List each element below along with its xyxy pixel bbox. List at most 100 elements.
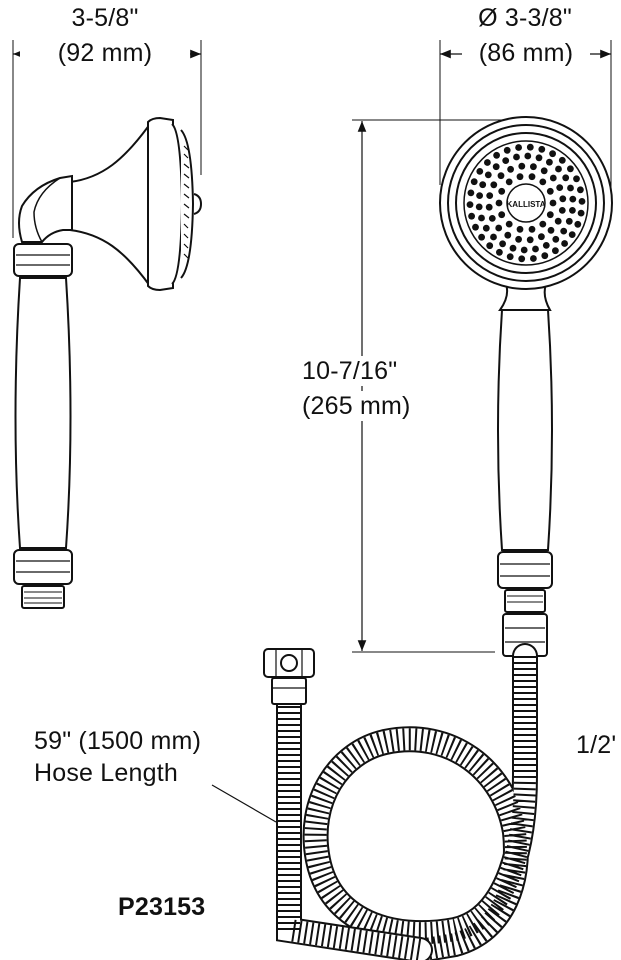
- spray-nozzle: [539, 220, 547, 228]
- spray-nozzle: [478, 233, 485, 241]
- spray-nozzle: [552, 247, 559, 255]
- spray-nozzle: [524, 152, 532, 160]
- spray-nozzle: [470, 178, 478, 186]
- spray-nozzle: [526, 236, 534, 244]
- spray-nozzle: [509, 244, 517, 252]
- hose-end-fitting: [263, 648, 315, 705]
- spray-nozzle: [539, 178, 547, 186]
- hose: [276, 643, 538, 960]
- hose-connection-label: 1/2': [576, 731, 617, 759]
- spray-nozzle: [493, 151, 500, 159]
- spray-nozzle: [528, 173, 536, 181]
- spray-nozzle: [558, 156, 566, 164]
- spray-nozzle: [475, 203, 483, 211]
- spray-nozzle: [532, 245, 539, 253]
- spray-nozzle: [556, 184, 564, 192]
- spray-nozzle: [507, 165, 514, 173]
- spray-nozzle: [552, 235, 560, 243]
- spray-nozzle: [488, 215, 496, 222]
- front-head-ring-1: [447, 124, 605, 282]
- brand-mark: KALLISTA: [507, 200, 546, 209]
- spray-nozzle: [472, 223, 479, 231]
- spray-nozzle: [565, 217, 573, 225]
- spray-nozzle: [518, 255, 526, 263]
- hose-length-leader: [211, 784, 277, 823]
- side-head-face: [147, 116, 174, 292]
- spray-nozzle: [484, 171, 492, 179]
- front-stem: [498, 283, 552, 311]
- side-depth-mm-label: (92 mm): [20, 38, 190, 68]
- spray-nozzle: [467, 189, 475, 197]
- spray-nozzle: [546, 211, 554, 219]
- spray-nozzle: [518, 162, 526, 170]
- front-lower-collar: [497, 551, 553, 589]
- side-thread: [21, 585, 65, 609]
- spray-nozzle: [577, 186, 584, 194]
- side-view: [12, 40, 203, 609]
- spray-nozzle: [578, 198, 586, 205]
- spray-nozzle: [546, 158, 553, 166]
- head-diameter-inch-label: Ø 3-3/8": [478, 4, 572, 32]
- spray-nozzle: [505, 220, 513, 228]
- model-number: P23153: [118, 893, 206, 921]
- spray-nozzle: [515, 235, 522, 243]
- spray-nozzle: [499, 240, 506, 248]
- hose-ferrule: [271, 677, 307, 705]
- spray-nozzle: [505, 178, 513, 186]
- overall-length-mm-label: (265 mm): [302, 391, 411, 421]
- spray-nozzle: [559, 195, 567, 203]
- overall-length-inch-label: 10-7/16": [302, 356, 398, 386]
- side-upper-collar: [13, 243, 73, 277]
- spray-nozzle: [567, 184, 574, 192]
- spray-nozzle: [486, 242, 494, 250]
- spray-nozzle: [520, 246, 528, 254]
- spray-nozzle: [567, 165, 574, 173]
- spray-nozzle: [540, 167, 548, 175]
- spray-nozzle: [503, 146, 511, 154]
- spray-nozzle: [516, 225, 524, 233]
- spray-nozzle: [486, 192, 494, 200]
- spray-nozzle: [530, 163, 537, 171]
- spray-nozzle: [549, 174, 557, 182]
- side-depth-inch-label: 3-5/8": [71, 4, 139, 32]
- spray-nozzle: [496, 248, 503, 256]
- spray-nozzle: [490, 233, 497, 241]
- spray-nozzle: [468, 212, 475, 220]
- spray-nozzle: [535, 154, 543, 162]
- spray-nozzle: [497, 172, 505, 180]
- front-center-badge: [506, 183, 546, 223]
- spray-nozzle: [498, 211, 506, 219]
- spray-nozzle: [573, 175, 580, 183]
- side-lower-collar: [13, 549, 73, 585]
- spray-nozzle: [542, 242, 550, 249]
- spray-nozzle: [482, 224, 490, 232]
- spray-nozzle: [538, 145, 546, 153]
- hose-length-caption: Hose Length: [34, 759, 178, 787]
- side-face-cap: [193, 193, 203, 215]
- spray-nozzle: [577, 209, 585, 217]
- spray-nozzle: [484, 159, 491, 166]
- spray-nozzle: [569, 207, 576, 214]
- hose-length-label: 59" (1500 mm): [34, 727, 202, 755]
- spray-nozzle: [574, 220, 582, 228]
- spray-nozzle: [513, 153, 520, 161]
- spray-nozzle: [476, 168, 484, 175]
- spray-nozzle: [495, 199, 503, 207]
- side-spray-nozzles: [183, 145, 190, 259]
- spray-nozzle: [495, 224, 503, 232]
- head-diameter-mm-label: (86 mm): [462, 38, 590, 68]
- spray-nozzle: [561, 240, 568, 247]
- front-head-ring-2: [455, 132, 597, 274]
- spray-nozzle: [554, 217, 562, 225]
- spray-nozzle: [560, 227, 568, 235]
- front-handle: [497, 309, 553, 551]
- spray-nozzle: [549, 199, 557, 207]
- spray-nozzle: [492, 163, 500, 171]
- spray-nozzle: [538, 233, 545, 241]
- spray-nozzle: [516, 173, 524, 181]
- side-head-bell: [69, 120, 151, 290]
- spray-nozzle: [506, 253, 514, 261]
- spray-nozzle: [555, 165, 562, 173]
- spray-nozzle: [466, 201, 474, 209]
- side-handle: [14, 277, 72, 549]
